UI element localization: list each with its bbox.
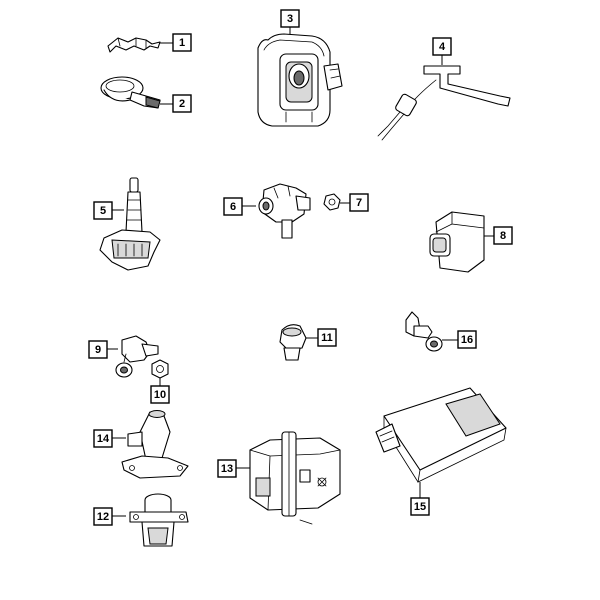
callout-14-label: 14 (97, 433, 110, 445)
callout-9-label: 9 (95, 344, 101, 356)
callout-2-label: 2 (179, 98, 185, 110)
part-15-flat-module: 15 (375, 387, 507, 516)
part-12-round-sensor: 12 (93, 493, 189, 547)
part-8-module-block: 8 (429, 211, 513, 273)
callout-4-label: 4 (439, 41, 446, 53)
callout-6-label: 6 (230, 201, 236, 213)
callout-5-label: 5 (100, 205, 106, 217)
callout-12-label: 12 (97, 511, 109, 523)
callout-1-label: 1 (179, 37, 185, 49)
part-9-sensor: 9 (88, 335, 159, 378)
callout-10-label: 10 (154, 389, 166, 401)
part-6-sensor-bracket: 6 (223, 183, 311, 239)
part-2-sensor (100, 76, 161, 109)
callout-16-label: 16 (461, 334, 473, 346)
callout-2: 2 (160, 94, 192, 113)
part-1-bracket-clip (107, 37, 161, 53)
callout-8-label: 8 (500, 230, 506, 242)
part-11-sensor: 11 (279, 324, 337, 361)
part-7-nut: 7 (323, 193, 369, 212)
part-4-wire-sensor: 4 (377, 37, 511, 141)
callout-7-label: 7 (356, 197, 362, 209)
callout-15-label: 15 (414, 501, 426, 513)
callout-11-label: 11 (321, 332, 333, 344)
part-13-control-module: 13 (217, 431, 341, 525)
part-3-sensor-housing: 3 (257, 9, 343, 127)
part-16-sensor: 16 (405, 311, 477, 352)
part-5-tpms-sensor: 5 (93, 177, 161, 271)
part-10-nut: 10 (150, 359, 170, 404)
callout-1: 1 (160, 33, 192, 52)
callout-13-label: 13 (221, 463, 233, 475)
part-14-angled-sensor: 14 (93, 410, 189, 479)
callout-3-label: 3 (287, 13, 293, 25)
